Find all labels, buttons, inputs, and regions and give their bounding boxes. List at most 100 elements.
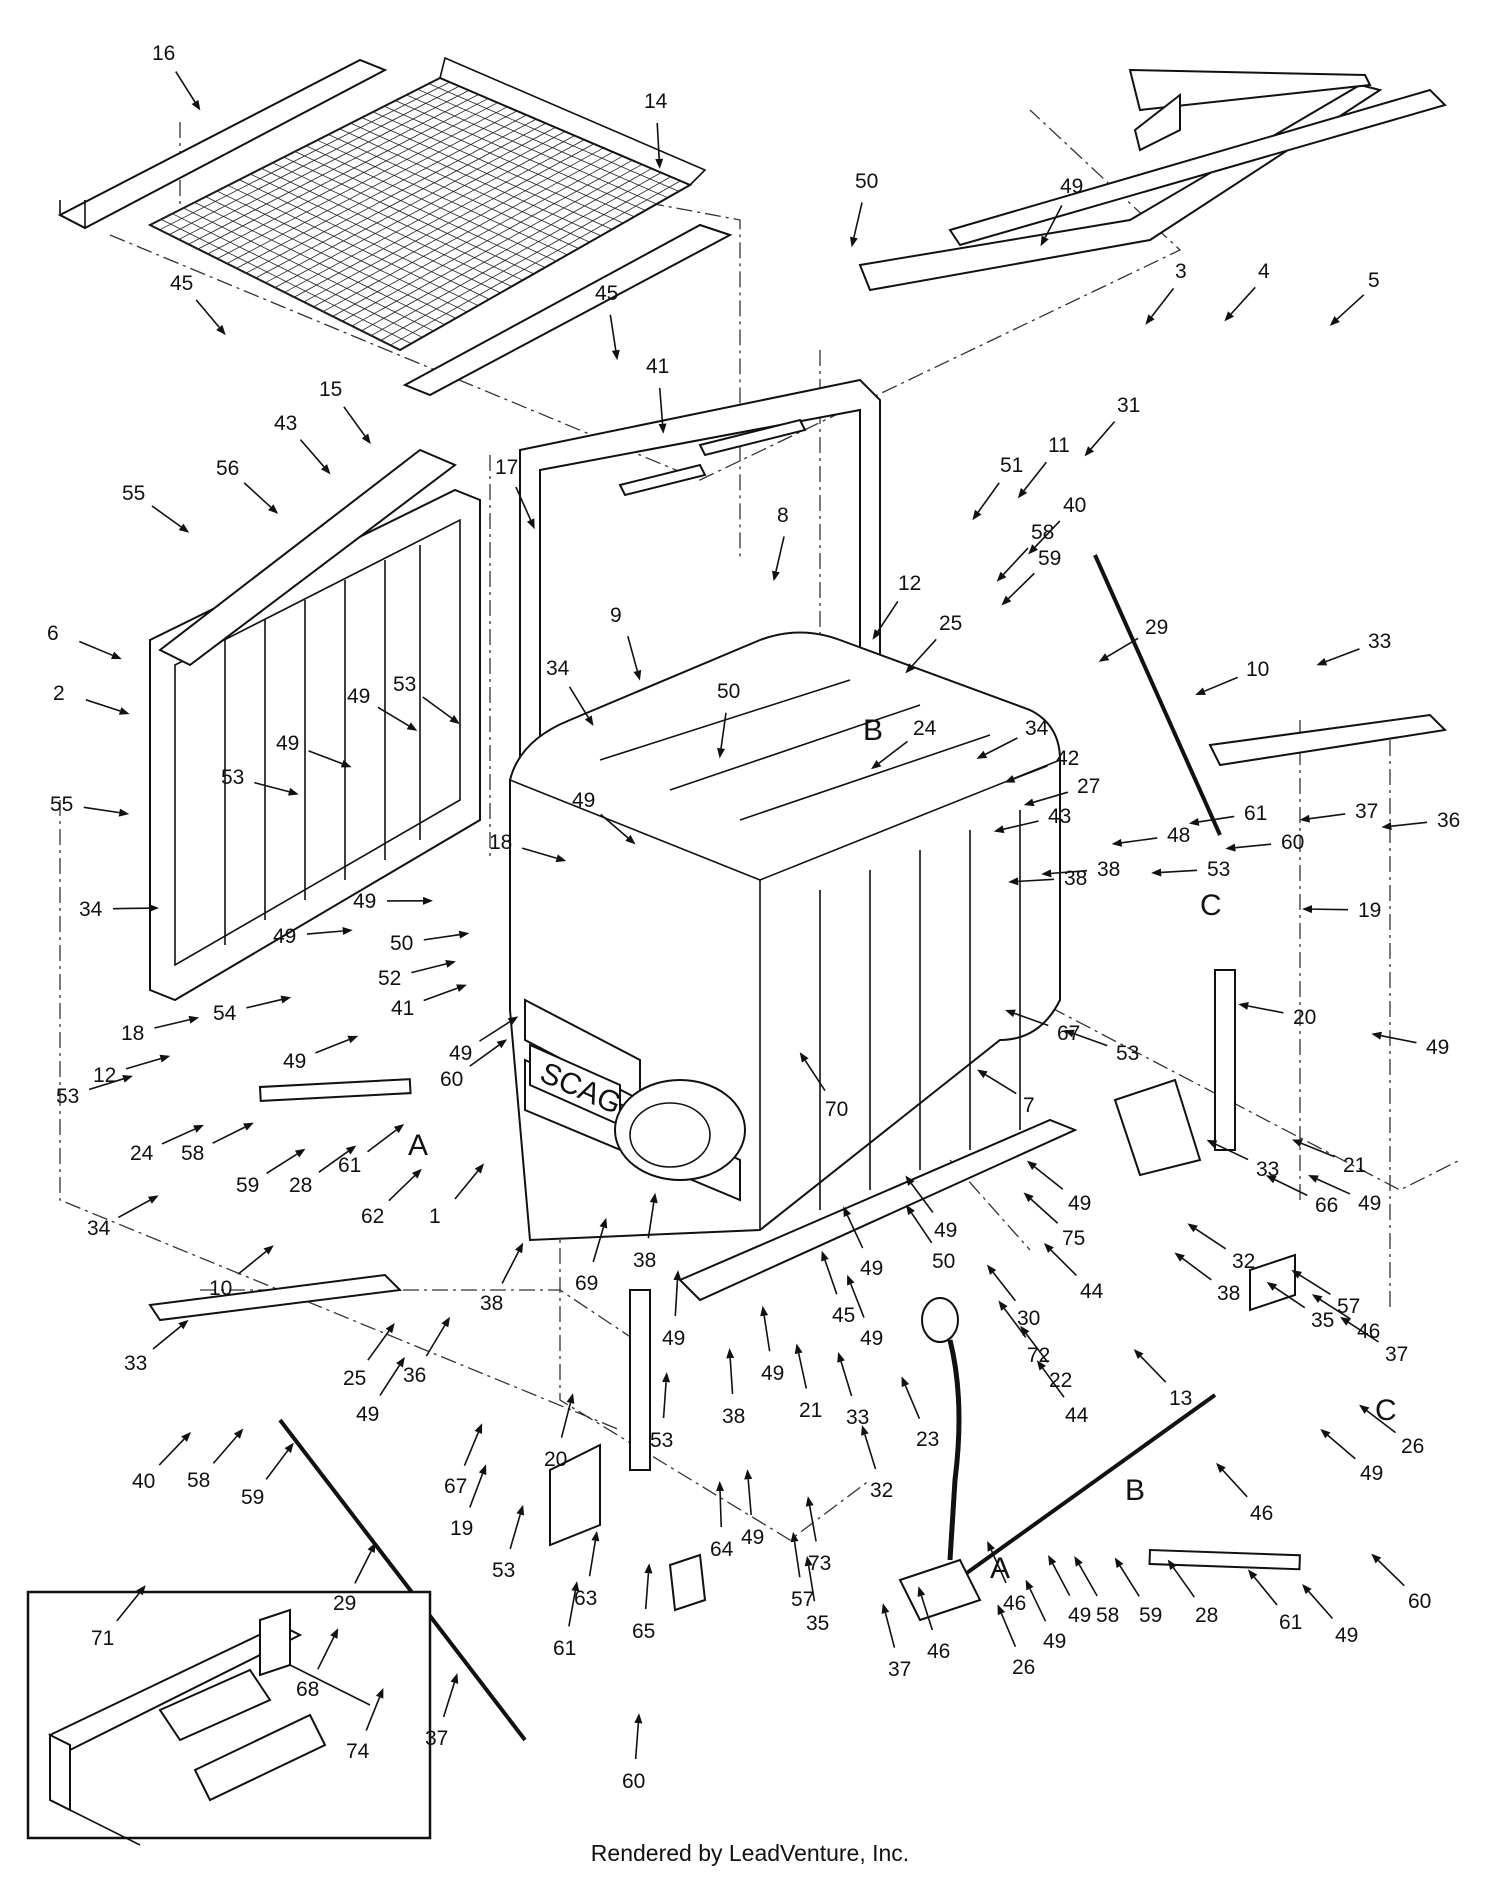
arrowhead [772, 570, 780, 582]
section-a-left: A [408, 1129, 428, 1162]
callout-52: 52 [378, 967, 401, 990]
arrowhead [375, 1687, 384, 1699]
arrowhead [193, 1124, 204, 1133]
leader-line [117, 1199, 151, 1219]
arrowhead [566, 1393, 575, 1404]
callout-49s: 49 [741, 1526, 764, 1549]
callout-49u: 49 [1335, 1624, 1358, 1647]
arrowhead [1020, 1325, 1030, 1337]
arrowhead [1216, 1462, 1226, 1473]
leader-line [152, 1325, 182, 1350]
callout-19: 19 [1358, 899, 1381, 922]
callout-38e: 38 [480, 1292, 503, 1315]
callout-46b: 46 [1250, 1502, 1273, 1525]
callout-38f: 38 [722, 1405, 745, 1428]
arrowhead [1311, 1294, 1323, 1303]
callout-17: 17 [495, 456, 518, 479]
leader-line [1150, 287, 1175, 318]
callout-49q: 49 [356, 1403, 379, 1426]
leader-line [343, 406, 366, 437]
arrowhead [1098, 653, 1110, 662]
arrowhead [422, 896, 433, 905]
leader-line [747, 1479, 752, 1516]
arrowhead [1308, 1174, 1319, 1183]
arrowhead [872, 629, 882, 640]
leader-line [1274, 1178, 1308, 1197]
callout-58c: 58 [187, 1469, 210, 1492]
arrowhead [986, 1264, 997, 1275]
callout-48: 48 [1167, 824, 1190, 847]
leader-line [501, 1251, 520, 1284]
leader-line [588, 1540, 597, 1577]
arrowhead [268, 504, 279, 514]
arrowhead [794, 1343, 803, 1355]
callout-12: 12 [898, 572, 921, 595]
leader-line [797, 1353, 808, 1389]
arrowhead [449, 715, 460, 725]
callout-63: 63 [574, 1587, 597, 1610]
arrowhead [284, 1442, 294, 1453]
callout-62: 62 [361, 1205, 384, 1228]
arrowhead [790, 1531, 799, 1543]
leader-line [1380, 1034, 1417, 1044]
arrowhead [1025, 1579, 1034, 1591]
callout-61d: 61 [553, 1637, 576, 1660]
arrowhead [799, 1052, 809, 1063]
callout-53d: 53 [1116, 1042, 1139, 1065]
callout-18b: 18 [121, 1022, 144, 1045]
callout-57b: 57 [791, 1588, 814, 1611]
callout-28: 28 [289, 1174, 312, 1197]
leader-line [1274, 1286, 1306, 1309]
leader-line [920, 1595, 934, 1631]
screen-rails [57, 58, 733, 397]
arrowhead [1299, 814, 1311, 823]
leader-line [1030, 1198, 1059, 1224]
callout-43: 43 [274, 412, 297, 435]
mesh-screen [147, 56, 707, 352]
callout-25: 25 [939, 612, 962, 635]
arrowhead [361, 433, 371, 445]
arrowhead [1291, 1139, 1303, 1147]
leader-line [175, 71, 196, 103]
callout-20: 20 [1293, 1006, 1316, 1029]
grille [149, 448, 481, 1002]
leader-line [212, 1126, 246, 1144]
leader-line [354, 1550, 372, 1584]
callout-49j: 49 [1358, 1192, 1381, 1215]
arrowhead [1195, 687, 1206, 696]
callout-28b: 28 [1195, 1604, 1218, 1627]
arrowhead [111, 651, 122, 660]
arrowhead [996, 571, 1007, 582]
arrowhead [611, 349, 620, 361]
leader-line [807, 1565, 816, 1602]
leader-line [379, 1364, 401, 1396]
callout-44: 44 [1080, 1280, 1104, 1303]
leader-line [904, 1385, 921, 1420]
callout-40b: 40 [132, 1470, 155, 1493]
callout-25b: 25 [343, 1367, 366, 1390]
leader-line [1078, 1564, 1098, 1597]
callout-71: 71 [91, 1627, 114, 1650]
leader-line [154, 1018, 190, 1029]
callout-49: 49 [1060, 175, 1083, 198]
angle-brackets [148, 713, 1448, 1322]
arrowhead [1381, 822, 1392, 831]
leader-line [515, 486, 532, 521]
arrowhead [571, 1581, 580, 1592]
arrowhead [658, 423, 667, 434]
leader-line [984, 737, 1018, 756]
leader-line [212, 1435, 238, 1464]
callout-69: 69 [575, 1272, 598, 1295]
callout-50c: 50 [390, 932, 413, 955]
callout-60b: 60 [440, 1068, 463, 1091]
leader-line [308, 750, 343, 765]
arrowhead [760, 1305, 769, 1317]
leader-line [367, 1129, 397, 1153]
callout-29: 29 [1145, 616, 1168, 639]
leader-line [1195, 1228, 1227, 1250]
leader-line [423, 933, 460, 941]
arrowhead [288, 787, 299, 796]
arrowhead [507, 1016, 519, 1026]
callout-29b: 29 [333, 1592, 356, 1615]
